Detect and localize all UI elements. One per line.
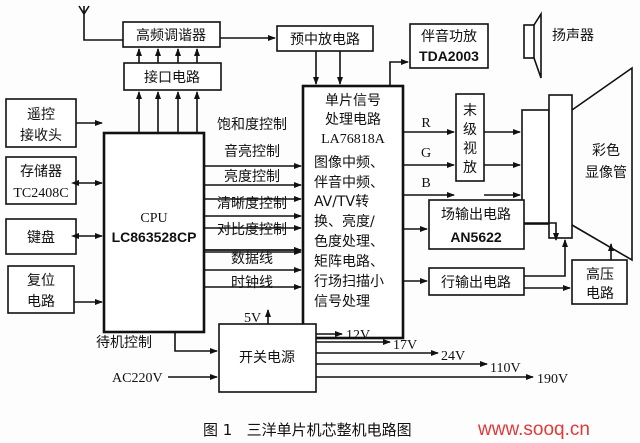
rgb-r: R bbox=[421, 116, 431, 131]
cpu-chip: LC863528CP bbox=[112, 229, 197, 245]
vertical-output-block: 场输出电路 AN5622 bbox=[428, 199, 525, 250]
audio-amp-block: 伴音功放 TDA2003 bbox=[409, 23, 489, 69]
high-voltage-block: 高压 电路 bbox=[571, 259, 628, 305]
vertical-output-label: 场输出电路 bbox=[441, 207, 511, 223]
figure-caption: 图 1 三洋单片机芯整机电路图 bbox=[203, 421, 412, 439]
horizontal-output-block: 行输出电路 bbox=[428, 267, 525, 296]
memory-label: 存储器 bbox=[20, 164, 62, 180]
pre-if-block: 预中放电路 bbox=[276, 25, 374, 52]
signal-sharpness: 清晰度控制 bbox=[217, 196, 287, 212]
reset-block: 复位 电路 bbox=[7, 265, 75, 314]
cpu-label: CPU bbox=[140, 211, 167, 226]
antenna-icon bbox=[78, 5, 123, 41]
horizontal-output-label: 行输出电路 bbox=[441, 275, 511, 291]
chip-line: 处理电路 bbox=[325, 112, 381, 128]
audio-amp-chip: TDA2003 bbox=[419, 48, 479, 64]
chip-line: 矩阵电路、 bbox=[314, 254, 384, 270]
output-190v: 190V bbox=[537, 372, 568, 387]
output-110v: 110V bbox=[490, 361, 521, 376]
speaker-label: 扬声器 bbox=[552, 28, 594, 44]
high-voltage-label-1: 高压 bbox=[586, 266, 614, 283]
chip-line: 信号处理 bbox=[314, 294, 370, 310]
crt-label-1: 彩色 bbox=[592, 142, 620, 159]
signal-brightness: 亮度控制 bbox=[224, 168, 280, 185]
chip-line: AV/TV转 bbox=[314, 194, 369, 210]
interface-label: 接口电路 bbox=[144, 69, 200, 86]
keyboard-block: 键盘 bbox=[5, 218, 77, 255]
remote-label-1: 遥控 bbox=[27, 107, 55, 123]
final-video-char: 末 bbox=[463, 103, 477, 119]
cpu-block: CPU LC863528CP bbox=[102, 131, 206, 334]
rgb-g: G bbox=[421, 146, 431, 161]
output-24v: 24V bbox=[441, 349, 465, 364]
signal-processor-block: 单片信号 处理电路 LA76818A 图像中频、 伴音中频、 AV/TV转 换、… bbox=[301, 84, 405, 340]
chip-line: 单片信号 bbox=[325, 93, 381, 109]
chip-line: 伴音中频、 bbox=[314, 174, 384, 191]
power-label: 开关电源 bbox=[239, 350, 295, 366]
watermark: www.sooq.cn bbox=[477, 419, 590, 440]
output-5v: 5V bbox=[244, 311, 261, 326]
tuner-label: 高频调谐器 bbox=[136, 27, 206, 44]
vertical-output-chip: AN5622 bbox=[450, 229, 502, 245]
signal-data-line: 数据线 bbox=[231, 251, 273, 267]
final-video-char: 级 bbox=[463, 122, 477, 138]
chip-model: LA76818A bbox=[321, 132, 386, 147]
signal-volume: 音亮控制 bbox=[224, 143, 280, 160]
ac-input-label: AC220V bbox=[112, 371, 163, 386]
switching-power-block: 开关电源 bbox=[218, 323, 317, 393]
crt-label-2: 显像管 bbox=[585, 165, 627, 181]
chip-line: 行场扫描小 bbox=[314, 274, 384, 290]
standby-label: 待机控制 bbox=[96, 335, 152, 351]
final-video-amp-block: 末 级 视 放 bbox=[455, 93, 485, 182]
final-video-char: 放 bbox=[463, 160, 477, 176]
audio-amp-label: 伴音功放 bbox=[421, 28, 477, 45]
crt-block: 彩色 显像管 bbox=[521, 66, 633, 262]
signal-clock-line: 时钟线 bbox=[231, 274, 273, 291]
chip-line: 换、亮度/ bbox=[314, 213, 375, 230]
keyboard-label: 键盘 bbox=[27, 229, 55, 246]
cpu-signal-lines bbox=[204, 163, 302, 290]
memory-block: 存储器 TC2408C bbox=[5, 156, 77, 205]
output-17v: 17V bbox=[393, 338, 417, 353]
output-12v: 12V bbox=[346, 328, 370, 343]
high-voltage-label-2: 电路 bbox=[586, 286, 614, 302]
pre-if-label: 预中放电路 bbox=[290, 32, 360, 48]
chip-line: 色度处理、 bbox=[314, 233, 384, 250]
signal-saturation: 饱和度控制 bbox=[217, 117, 287, 133]
memory-chip: TC2408C bbox=[13, 186, 68, 201]
remote-label-2: 接收头 bbox=[20, 127, 62, 144]
tuner-block: 高频调谐器 bbox=[122, 21, 221, 48]
rgb-b: B bbox=[421, 176, 430, 191]
remote-receiver-block: 遥控 接收头 bbox=[5, 98, 77, 148]
interface-block: 接口电路 bbox=[123, 62, 222, 91]
reset-label-2: 电路 bbox=[27, 294, 55, 310]
signal-contrast: 对比度控制 bbox=[217, 222, 287, 238]
chip-line: 图像中频、 bbox=[314, 155, 384, 171]
final-video-char: 视 bbox=[463, 141, 477, 157]
speaker-icon bbox=[523, 11, 542, 79]
reset-label-1: 复位 bbox=[27, 272, 55, 289]
